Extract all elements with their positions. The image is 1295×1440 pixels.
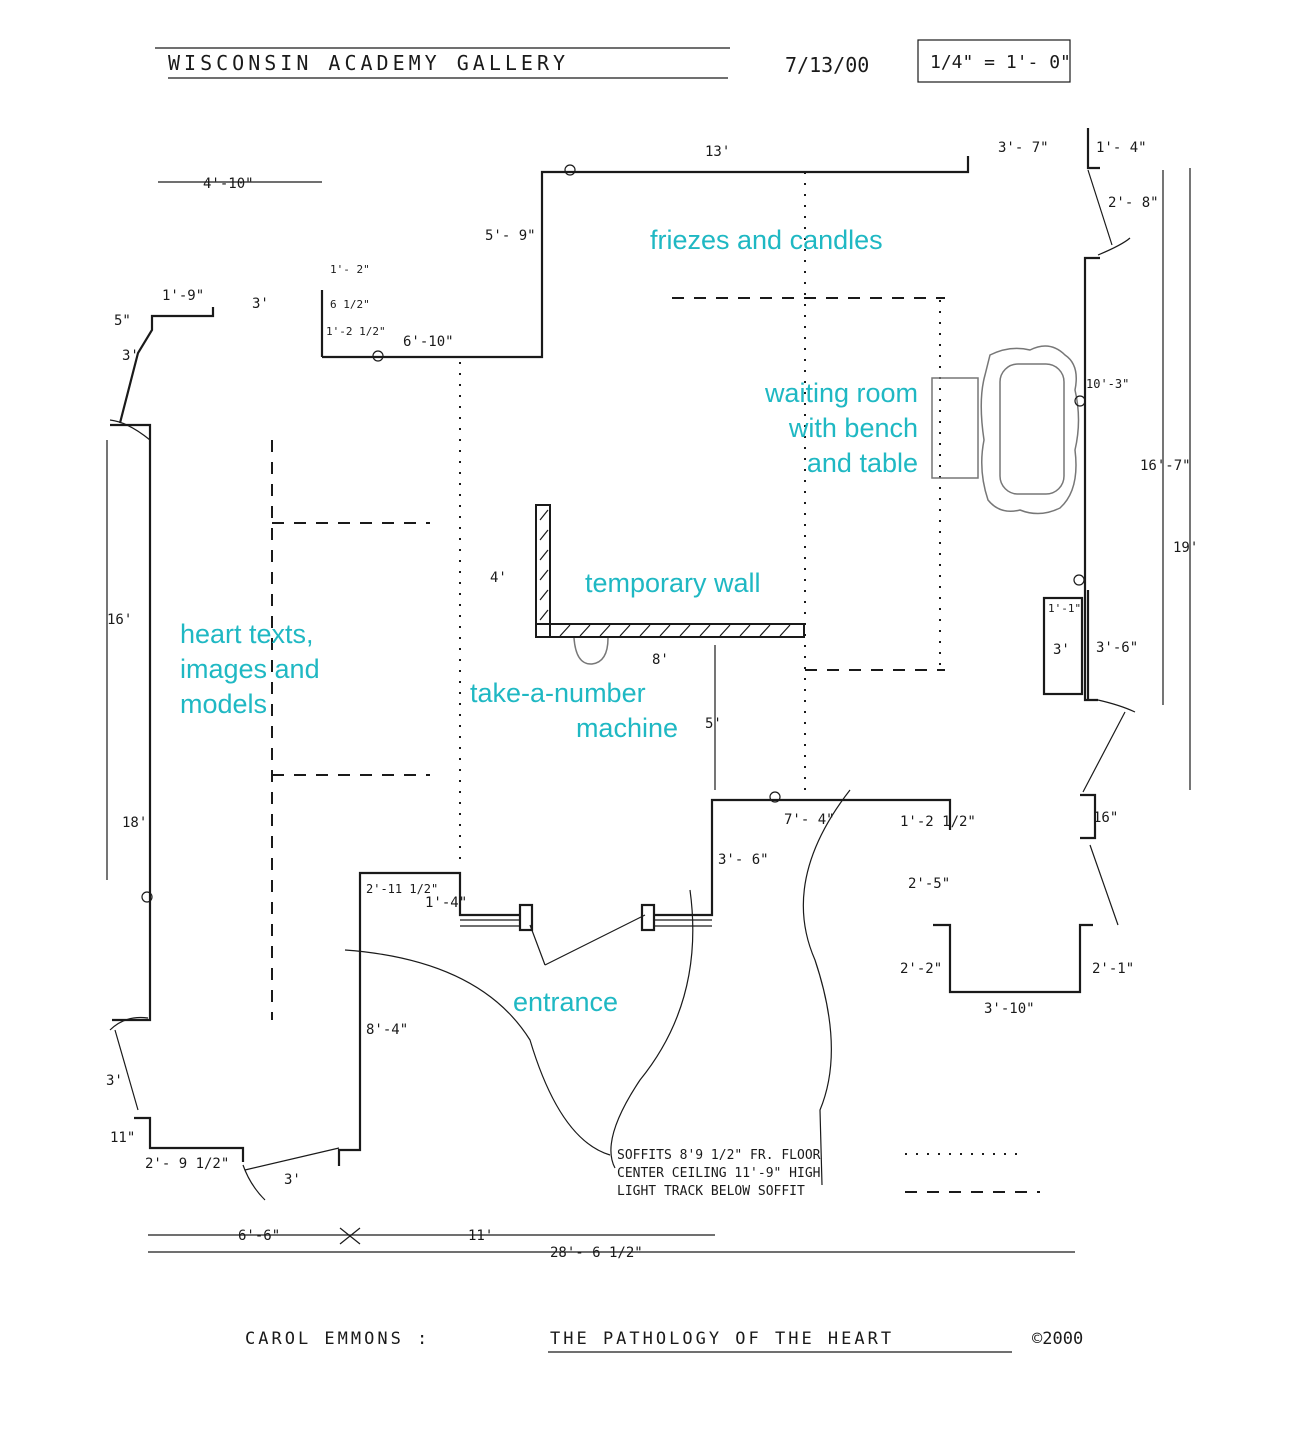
label-waiting-3: and table bbox=[807, 448, 918, 478]
scale-box: 1/4" = 1'- 0" bbox=[930, 52, 1071, 73]
dim-2-11: 2'-11 1/2" bbox=[366, 882, 438, 896]
dim-1-9: 1'-9" bbox=[162, 288, 204, 304]
dim-7-4: 7'- 4" bbox=[784, 812, 835, 828]
dim-3-bottom: 3' bbox=[284, 1172, 301, 1188]
bench bbox=[931, 377, 979, 479]
dim-8: 8' bbox=[652, 652, 669, 668]
dim-16-7: 16'-7" bbox=[1140, 458, 1191, 474]
dim-2-5: 2'-5" bbox=[908, 876, 950, 892]
dim-5-9: 5'- 9" bbox=[485, 228, 536, 244]
dim-1-1: 1'-1" bbox=[1048, 602, 1081, 615]
dim-1-2-5: 1'-2 1/2" bbox=[326, 325, 386, 338]
dim-3-left: 3' bbox=[122, 348, 139, 364]
label-waiting-2: with bench bbox=[788, 413, 918, 443]
label-take-a-number-2: machine bbox=[576, 713, 678, 743]
table bbox=[980, 345, 1080, 515]
bench-and-table bbox=[931, 345, 1080, 515]
label-entrance: entrance bbox=[513, 987, 618, 1017]
dim-13: 13' bbox=[705, 144, 730, 160]
label-friezes: friezes and candles bbox=[650, 225, 883, 255]
dim-6-5: 6 1/2" bbox=[330, 298, 370, 311]
dimension-lines bbox=[106, 168, 1191, 1253]
gallery-title: WISCONSIN ACADEMY GALLERY bbox=[168, 51, 569, 75]
plan-date: 7/13/00 bbox=[785, 53, 869, 77]
artist-name: CAROL EMMONS : bbox=[245, 1329, 430, 1349]
dim-3-10: 3'-10" bbox=[984, 1001, 1035, 1017]
dim-3-top: 3' bbox=[252, 296, 269, 312]
dim-2-2: 2'-2" bbox=[900, 961, 942, 977]
dim-16-inch: 16" bbox=[1093, 810, 1118, 826]
dim-5-inch: 5" bbox=[114, 313, 131, 329]
label-waiting-1: waiting room bbox=[764, 378, 918, 408]
footer: CAROL EMMONS : THE PATHOLOGY OF THE HEAR… bbox=[245, 1329, 1083, 1353]
temporary-wall bbox=[535, 504, 805, 665]
dim-2-8: 2'- 8" bbox=[1108, 195, 1159, 211]
area-labels: friezes and candles waiting room with be… bbox=[180, 225, 918, 1017]
dim-3-6: 3'- 6" bbox=[718, 852, 769, 868]
outlet-symbols bbox=[141, 164, 1086, 903]
dim-11: 11' bbox=[468, 1228, 493, 1244]
take-a-number-machine-symbol bbox=[573, 637, 609, 665]
legend-soffits: SOFFITS 8'9 1/2" FR. FLOOR bbox=[617, 1148, 821, 1163]
dimension-texts: 13' 3'- 7" 1'- 4" 4'-10" 2'- 8" 5'- 9" 1… bbox=[106, 140, 1198, 1261]
dim-18: 18' bbox=[122, 815, 147, 831]
dim-16: 16' bbox=[107, 612, 132, 628]
dim-3-bottom-left: 3' bbox=[106, 1073, 123, 1089]
dim-3-7: 3'- 7" bbox=[998, 140, 1049, 156]
dim-1-4-top-right: 1'- 4" bbox=[1096, 140, 1147, 156]
dim-2-1: 2'-1" bbox=[1092, 961, 1134, 977]
walls bbox=[109, 128, 1136, 1201]
dim-8-4: 8'-4" bbox=[366, 1022, 408, 1038]
copyright: ©2000 bbox=[1032, 1329, 1083, 1349]
dim-19: 19' bbox=[1173, 540, 1198, 556]
work-title: THE PATHOLOGY OF THE HEART bbox=[550, 1329, 894, 1349]
leader-lines bbox=[344, 789, 851, 1186]
dim-10-3: 10'-3" bbox=[1086, 377, 1129, 391]
dim-1-2-5-b: 1'-2 1/2" bbox=[900, 814, 976, 830]
dim-4-10: 4'-10" bbox=[203, 176, 254, 192]
dim-3-right: 3' bbox=[1053, 642, 1070, 658]
ceiling-lines bbox=[271, 172, 945, 1020]
dim-1-2: 1'- 2" bbox=[330, 263, 370, 276]
dim-2-9: 2'- 9 1/2" bbox=[145, 1156, 229, 1172]
dim-3-6-right: 3'-6" bbox=[1096, 640, 1138, 656]
label-heart-1: heart texts, bbox=[180, 619, 314, 649]
legend: SOFFITS 8'9 1/2" FR. FLOOR CENTER CEILIN… bbox=[617, 1148, 1040, 1199]
legend-track: LIGHT TRACK BELOW SOFFIT bbox=[617, 1184, 805, 1199]
dim-4: 4' bbox=[490, 570, 507, 586]
label-take-a-number-1: take-a-number bbox=[470, 678, 646, 708]
label-heart-2: images and bbox=[180, 654, 320, 684]
dim-5: 5' bbox=[705, 716, 722, 732]
dim-6-6: 6'-6" bbox=[238, 1228, 280, 1244]
label-temporary-wall: temporary wall bbox=[585, 568, 761, 598]
label-heart-3: models bbox=[180, 689, 267, 719]
dim-6-10: 6'-10" bbox=[403, 334, 454, 350]
legend-ceiling: CENTER CEILING 11'-9" HIGH bbox=[617, 1166, 821, 1181]
dim-1-4: 1'-4" bbox=[425, 895, 467, 911]
header: WISCONSIN ACADEMY GALLERY 7/13/00 1/4" =… bbox=[155, 39, 1071, 83]
dim-11-inch: 11" bbox=[110, 1130, 135, 1146]
dim-28-6: 28'- 6 1/2" bbox=[550, 1245, 643, 1261]
